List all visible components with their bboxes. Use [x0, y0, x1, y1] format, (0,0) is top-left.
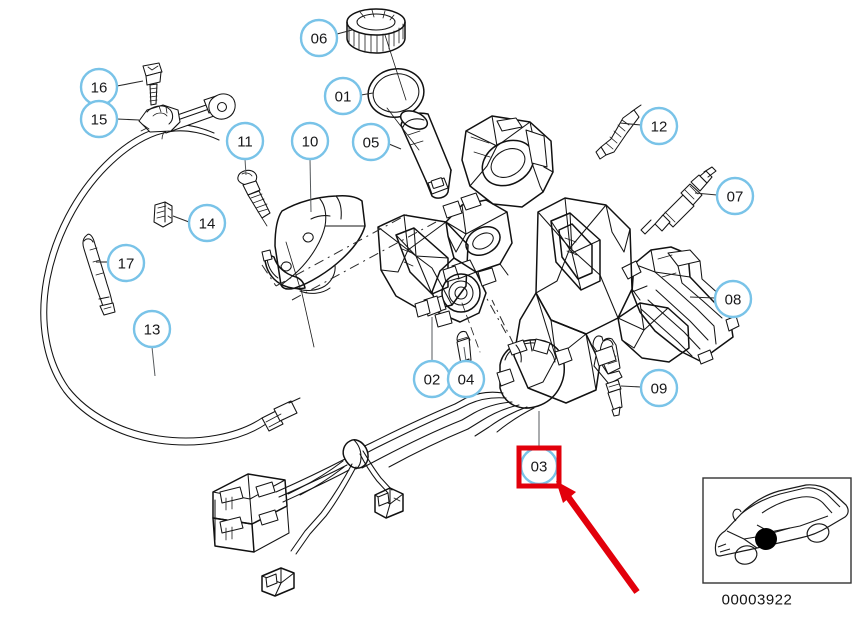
- part-hex-bolt: [142, 62, 163, 106]
- callout-circle-08[interactable]: [713, 279, 753, 319]
- callout-circle-04[interactable]: [446, 359, 486, 399]
- part-bearing-ring-toothed: [346, 8, 406, 54]
- assembly-alignment-guides: [261, 34, 515, 353]
- callout-circle-01[interactable]: [323, 76, 363, 116]
- part-shear-bolt: [237, 169, 271, 227]
- callout-16[interactable]: 16: [79, 67, 119, 107]
- callout-15[interactable]: 15: [79, 99, 119, 139]
- callout-05[interactable]: 05: [351, 122, 391, 162]
- callout-circle-16[interactable]: [79, 67, 119, 107]
- callout-circle-11[interactable]: [225, 121, 265, 161]
- diagram-id-label: 00003922: [722, 592, 793, 609]
- part-threaded-pin: [595, 104, 642, 160]
- callout-01[interactable]: 01: [323, 76, 363, 116]
- part-bowden-cable: [40, 93, 301, 446]
- part-guide-rail: [82, 233, 116, 316]
- part-retaining-clip: [153, 201, 173, 228]
- callout-circle-06[interactable]: [299, 18, 339, 58]
- callout-08[interactable]: 08: [713, 279, 753, 319]
- part-lock-cylinder: [399, 110, 452, 199]
- highlight-marker: [516, 445, 640, 594]
- callout-14[interactable]: 14: [187, 203, 227, 243]
- vehicle-location-inset: 00003922: [702, 477, 852, 609]
- callout-17[interactable]: 17: [106, 243, 146, 283]
- part-column-cover-shell: [261, 195, 366, 294]
- callout-07[interactable]: 07: [715, 176, 755, 216]
- callout-circle-05[interactable]: [351, 122, 391, 162]
- callout-circle-09[interactable]: [639, 368, 679, 408]
- callout-circle-10[interactable]: [290, 121, 330, 161]
- callout-10[interactable]: 10: [290, 121, 330, 161]
- callout-circle-03[interactable]: [519, 446, 559, 486]
- part-location-dot: [755, 528, 777, 550]
- part-main-housing-assembly: [377, 115, 690, 404]
- callout-circle-12[interactable]: [639, 106, 679, 146]
- callout-circle-14[interactable]: [187, 203, 227, 243]
- callout-04[interactable]: 04: [446, 359, 486, 399]
- callout-11[interactable]: 11: [225, 121, 265, 161]
- callout-03[interactable]: 03: [519, 446, 559, 486]
- callout-06[interactable]: 06: [299, 18, 339, 58]
- car-silhouette-icon: [714, 484, 849, 565]
- part-cable-clamp: [138, 104, 181, 133]
- part-ignition-switch-with-harness: [212, 338, 573, 597]
- callout-circle-07[interactable]: [715, 176, 755, 216]
- callout-02[interactable]: 02: [412, 359, 452, 399]
- highlight-box: [516, 445, 562, 489]
- callout-13[interactable]: 13: [132, 309, 172, 349]
- callout-circle-17[interactable]: [106, 243, 146, 283]
- callout-circle-02[interactable]: [412, 359, 452, 399]
- callout-circle-15[interactable]: [79, 99, 119, 139]
- callout-12[interactable]: 12: [639, 106, 679, 146]
- callout-09[interactable]: 09: [639, 368, 679, 408]
- callout-circle-13[interactable]: [132, 309, 172, 349]
- part-ignition-switch-sensor: [640, 166, 717, 235]
- callout-leaders: [96, 29, 718, 448]
